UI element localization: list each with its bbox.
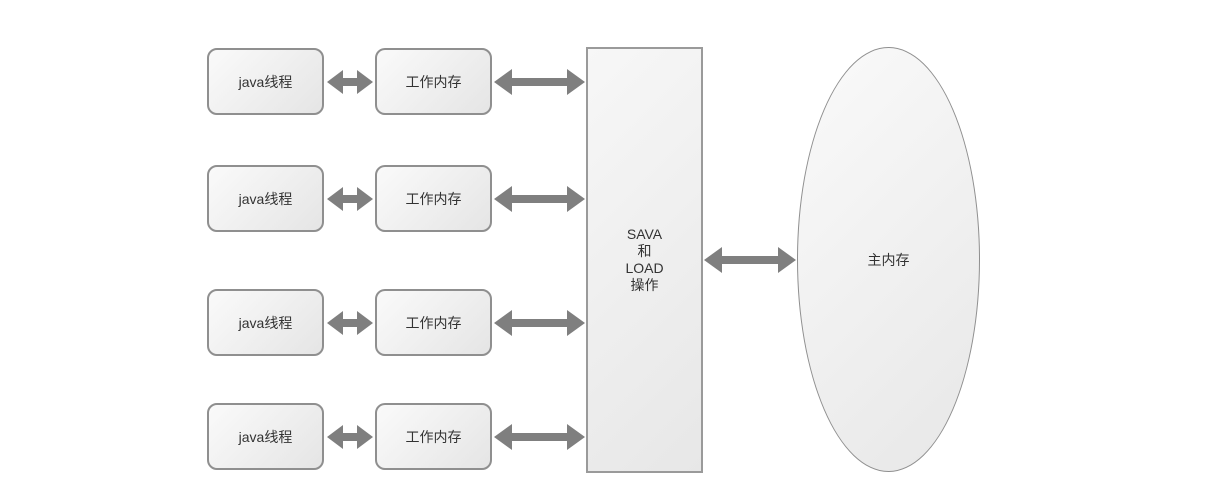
double-arrow-workmem-saveload-3 [494, 310, 585, 336]
double-arrow-workmem-saveload-4 [494, 424, 585, 450]
work-memory-label: 工作内存 [405, 73, 462, 90]
work-memory-label: 工作内存 [405, 190, 462, 207]
work-memory-box-2: 工作内存 [375, 165, 492, 232]
double-arrow-thread-workmem-3 [327, 311, 373, 335]
double-arrow-workmem-saveload-2 [494, 186, 585, 212]
work-memory-box-3: 工作内存 [375, 289, 492, 356]
java-thread-box-1: java线程 [207, 48, 324, 115]
double-arrow-thread-workmem-1 [327, 70, 373, 94]
work-memory-label: 工作内存 [405, 314, 462, 331]
save-load-box: SAVA 和 LOAD 操作 [586, 47, 703, 473]
java-thread-box-4: java线程 [207, 403, 324, 470]
save-load-line-1: SAVA [626, 226, 663, 242]
main-memory-ellipse: 主内存 [797, 47, 980, 472]
java-thread-label: java线程 [238, 428, 293, 445]
double-arrow-saveload-mainmem [704, 247, 796, 273]
double-arrow-thread-workmem-4 [327, 425, 373, 449]
main-memory-label: 主内存 [867, 251, 910, 268]
java-thread-label: java线程 [238, 190, 293, 207]
work-memory-box-4: 工作内存 [375, 403, 492, 470]
save-load-line-2: 和 [637, 243, 652, 259]
java-thread-label: java线程 [238, 73, 293, 90]
double-arrow-thread-workmem-2 [327, 187, 373, 211]
save-load-label: SAVA 和 LOAD 操作 [625, 226, 663, 294]
work-memory-box-1: 工作内存 [375, 48, 492, 115]
java-thread-box-2: java线程 [207, 165, 324, 232]
java-thread-box-3: java线程 [207, 289, 324, 356]
save-load-line-3: LOAD [625, 260, 664, 276]
save-load-line-4: 操作 [630, 277, 659, 293]
java-thread-label: java线程 [238, 314, 293, 331]
double-arrow-workmem-saveload-1 [494, 69, 585, 95]
work-memory-label: 工作内存 [405, 428, 462, 445]
